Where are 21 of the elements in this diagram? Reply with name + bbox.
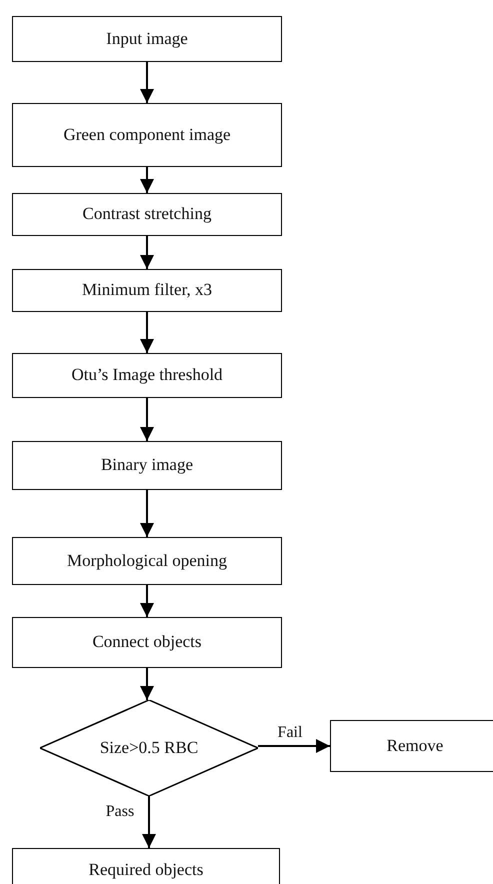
process-box: Green component image <box>12 103 282 167</box>
process-box: Input image <box>12 16 282 62</box>
process-box: Remove <box>330 720 493 772</box>
arrow <box>140 167 154 193</box>
arrow <box>142 796 156 848</box>
process-box: Connect objects <box>12 617 282 668</box>
arrow <box>140 585 154 617</box>
arrow <box>140 62 154 103</box>
process-box: Required objects <box>12 848 280 884</box>
arrow <box>140 490 154 537</box>
arrow <box>258 739 330 753</box>
arrow <box>140 312 154 353</box>
process-box: Otu’s Image threshold <box>12 353 282 398</box>
process-box: Minimum filter, x3 <box>12 269 282 312</box>
process-box: Morphological opening <box>12 537 282 585</box>
decision-diamond: Size>0.5 RBC <box>40 700 258 796</box>
arrow <box>140 668 154 700</box>
process-box: Binary image <box>12 441 282 490</box>
arrow <box>140 236 154 269</box>
arrow <box>140 398 154 441</box>
process-box: Contrast stretching <box>12 193 282 236</box>
